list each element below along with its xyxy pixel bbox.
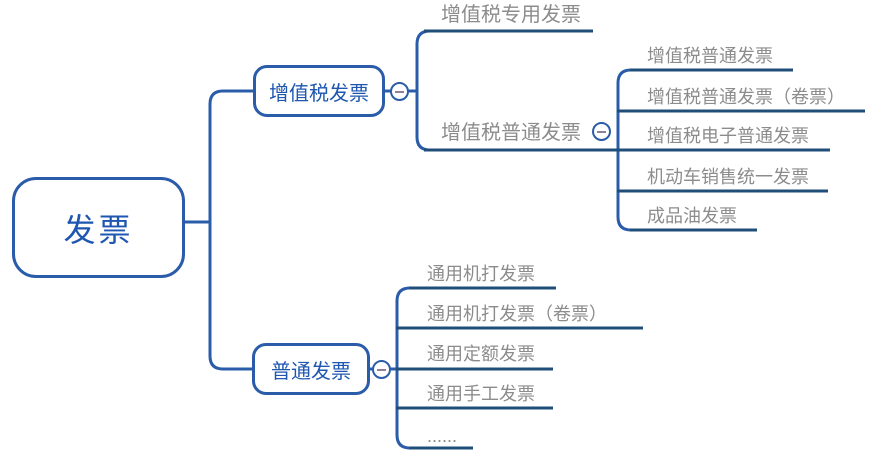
root-topic-invoice[interactable]: 发票: [12, 177, 185, 278]
topic-vat-ordinary-roll-invoice[interactable]: 增值税普通发票（卷票）: [647, 87, 845, 107]
topic-vat-electronic-invoice[interactable]: 增值税电子普通发票: [647, 126, 809, 146]
collapse-button-vat-ordinary-invoice[interactable]: [592, 122, 611, 141]
connector-root-bracket: [208, 89, 253, 371]
topic-vat-invoice[interactable]: 增值税发票: [253, 65, 385, 117]
minus-icon: [395, 90, 404, 93]
topic-vat-ordinary-invoice[interactable]: 增值税普通发票: [441, 122, 581, 144]
topic-vat-ordinary-invoice-child[interactable]: 增值税普通发票: [647, 46, 773, 66]
minus-icon: [597, 130, 606, 133]
topic-refined-oil-invoice[interactable]: 成品油发票: [647, 206, 737, 226]
topic-general-machine-roll-invoice[interactable]: 通用机打发票（卷票）: [427, 304, 607, 324]
topic-general-manual-invoice[interactable]: 通用手工发票: [427, 384, 535, 404]
collapse-button-ordinary-invoice[interactable]: [372, 360, 391, 379]
connector-branch1-spine: [415, 29, 437, 152]
topic-ordinary-invoice-label: 普通发票: [271, 360, 351, 383]
topic-general-machine-invoice[interactable]: 通用机打发票: [427, 264, 535, 284]
collapse-button-vat-invoice[interactable]: [390, 82, 409, 101]
topic-vat-invoice-label: 增值税发票: [269, 82, 369, 105]
topic-general-quota-invoice[interactable]: 通用定额发票: [427, 344, 535, 364]
minus-icon: [377, 368, 386, 371]
topic-ellipsis[interactable]: ......: [427, 426, 458, 446]
topic-ordinary-invoice[interactable]: 普通发票: [252, 343, 370, 395]
topic-vat-special-invoice[interactable]: 增值税专用发票: [441, 4, 581, 26]
topic-motor-vehicle-invoice[interactable]: 机动车销售统一发票: [647, 167, 809, 187]
root-topic-label: 发票: [63, 211, 134, 248]
